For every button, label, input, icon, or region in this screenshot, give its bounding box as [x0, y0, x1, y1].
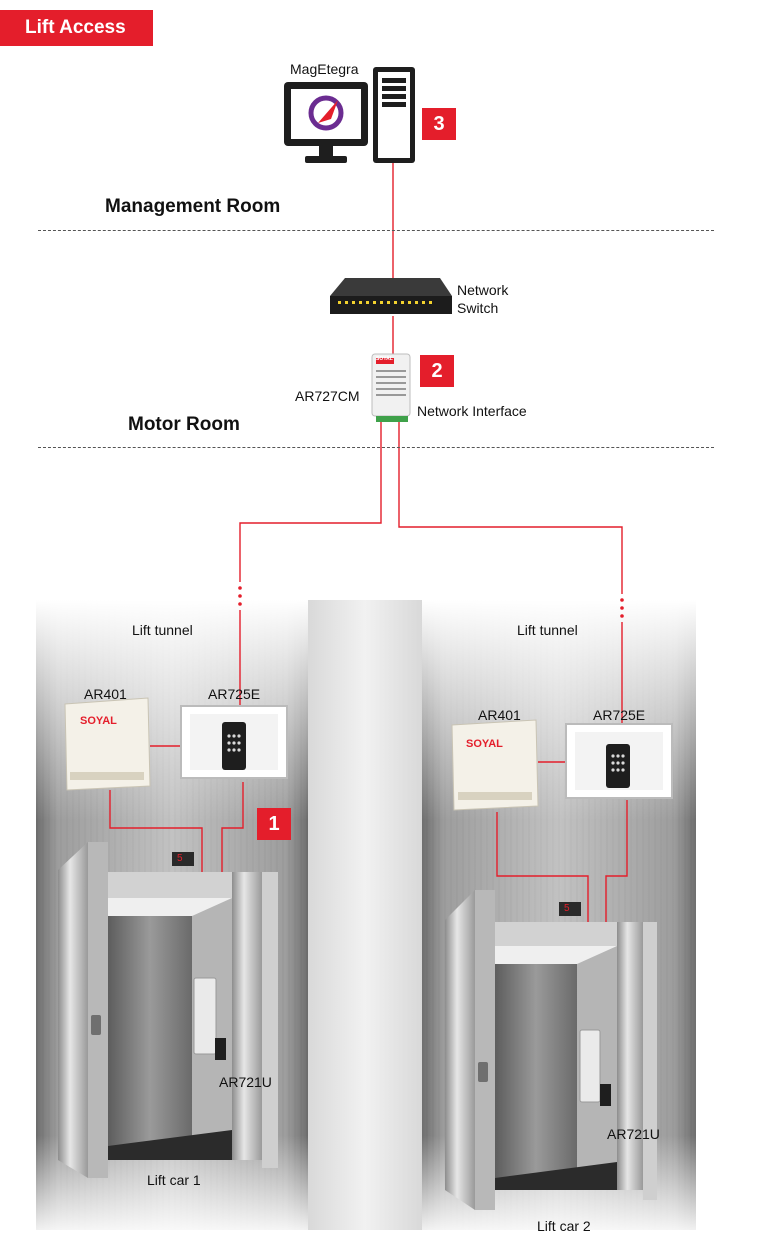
lift-tunnel-label-2: Lift tunnel — [517, 622, 578, 638]
controller-label-1: AR401 — [84, 686, 127, 702]
reader-enclosure-1 — [180, 705, 288, 779]
car-reader-label-2: AR721U — [607, 1126, 660, 1142]
card-reader-icon — [222, 722, 246, 770]
interface-brand: SOYAL — [376, 356, 393, 362]
elevator-icon — [445, 890, 657, 1210]
elevator-icon — [58, 842, 278, 1178]
monitor-icon — [284, 82, 368, 163]
switch-label-line1: Network — [457, 282, 509, 298]
lift-car-label-2: Lift car 2 — [537, 1218, 591, 1234]
step-badge-1: 1 — [257, 808, 291, 840]
card-reader-icon — [606, 744, 630, 788]
controller-box-icon — [64, 697, 151, 791]
lift-car-label-1: Lift car 1 — [147, 1172, 201, 1188]
motor-room-label: Motor Room — [128, 414, 240, 435]
tower-pc-icon — [373, 67, 415, 163]
network-interface-device — [371, 353, 411, 422]
controller-brand-1: SOYAL — [80, 715, 117, 727]
interface-model-label: AR727CM — [295, 388, 360, 404]
controller-box-icon — [451, 719, 539, 811]
reader-enclosure-2 — [565, 723, 673, 799]
server-label: MagEtegra — [290, 61, 359, 77]
divider-management — [38, 230, 714, 231]
network-switch-icon — [330, 278, 452, 314]
continuation-dots — [238, 586, 624, 618]
controller-brand-2: SOYAL — [466, 738, 503, 750]
car-reader-label-1: AR721U — [219, 1074, 272, 1090]
reader-label-2: AR725E — [593, 707, 646, 723]
controller-label-2: AR401 — [478, 707, 521, 723]
step-badge-2: 2 — [420, 355, 454, 387]
step-badge-3: 3 — [422, 108, 456, 140]
switch-label-line2: Switch — [457, 300, 499, 316]
floor-display-1: 5 — [177, 853, 183, 864]
shaft-gap — [308, 600, 422, 1230]
page-title: Lift Access — [0, 10, 153, 46]
interface-label: Network Interface — [417, 403, 527, 419]
lift-tunnel-label-1: Lift tunnel — [132, 622, 193, 638]
reader-label-1: AR725E — [208, 686, 261, 702]
divider-motor — [38, 447, 714, 448]
management-room-label: Management Room — [105, 196, 281, 217]
floor-display-2: 5 — [564, 903, 570, 914]
